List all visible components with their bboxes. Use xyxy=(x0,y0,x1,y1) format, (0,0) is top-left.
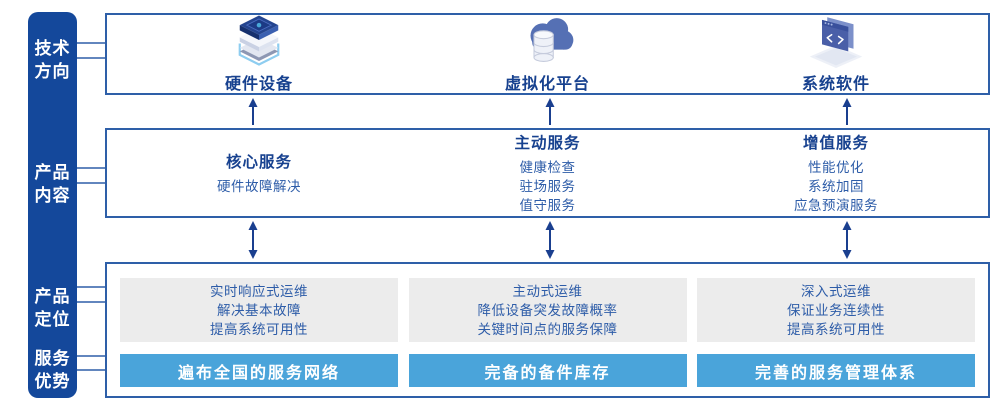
sidebar-item-service-advantage: 服务 优势 xyxy=(28,347,77,393)
positioning-panel: 深入式运维 保证业务连续性 提高系统可用性 xyxy=(697,278,975,342)
positioning-line: 解决基本故障 xyxy=(217,302,301,318)
up-arrow xyxy=(248,98,852,125)
tech-column-system-software: 系统软件 xyxy=(697,15,975,93)
service-column-value-added: 增值服务 性能优化 系统加固 应急预演服务 xyxy=(697,130,975,216)
service-heading: 主动服务 xyxy=(514,135,581,152)
positioning-advantage-box: 实时响应式运维 解决基本故障 提高系统可用性 遍布全国的服务网络 主动式运维 降… xyxy=(105,262,990,398)
sidebar-label-line: 方向 xyxy=(34,62,71,81)
positioning-line: 主动式运维 xyxy=(512,283,583,299)
tech-direction-box: 硬件设备 xyxy=(105,13,990,95)
service-heading: 增值服务 xyxy=(802,135,869,152)
service-heading: 核心服务 xyxy=(225,154,292,171)
advantage-bar: 遍布全国的服务网络 xyxy=(120,354,398,387)
service-item: 健康检查 xyxy=(519,160,576,175)
service-item: 值守服务 xyxy=(519,198,576,213)
positioning-panel: 实时响应式运维 解决基本故障 提高系统可用性 xyxy=(120,278,398,342)
tech-label: 虚拟化平台 xyxy=(504,76,590,93)
positioning-line: 提高系统可用性 xyxy=(210,321,308,337)
service-item: 驻场服务 xyxy=(519,179,576,194)
positioning-line: 保证业务连续性 xyxy=(787,302,885,318)
positioning-panel: 主动式运维 降低设备突发故障概率 关键时间点的服务保障 xyxy=(408,278,687,342)
bottom-column-indepth: 深入式运维 保证业务连续性 提高系统可用性 完善的服务管理体系 xyxy=(697,264,975,396)
server-stack-icon xyxy=(224,14,294,68)
sidebar-label-line: 技术 xyxy=(34,39,71,58)
tech-label: 硬件设备 xyxy=(224,76,293,93)
sidebar-item-product-content: 产品 内容 xyxy=(28,161,77,207)
positioning-line: 提高系统可用性 xyxy=(787,321,885,337)
sidebar-label-line: 产品 xyxy=(34,287,71,306)
positioning-line: 降低设备突发故障概率 xyxy=(477,302,618,318)
sidebar-label-line: 优势 xyxy=(34,372,71,391)
sidebar-item-product-positioning: 产品 定位 xyxy=(28,285,77,331)
positioning-line: 实时响应式运维 xyxy=(210,283,308,299)
category-sidebar: 技术 方向 产品 内容 产品 定位 服务 优势 xyxy=(28,12,77,398)
tech-column-hardware: 硬件设备 xyxy=(120,15,398,93)
advantage-bar: 完备的备件库存 xyxy=(408,354,687,387)
sidebar-label-line: 定位 xyxy=(34,310,71,329)
advantage-bar: 完善的服务管理体系 xyxy=(697,354,975,387)
sidebar-label-line: 产品 xyxy=(34,163,71,182)
tech-column-virtualization: 虚拟化平台 xyxy=(409,15,687,93)
service-item: 系统加固 xyxy=(808,179,864,194)
service-item: 性能优化 xyxy=(808,160,864,175)
cloud-database-icon xyxy=(513,14,583,68)
positioning-line: 深入式运维 xyxy=(801,283,871,299)
sidebar-item-tech-direction: 技术 方向 xyxy=(28,37,77,83)
service-column-core: 核心服务 硬件故障解决 xyxy=(120,130,398,216)
bottom-column-realtime: 实时响应式运维 解决基本故障 提高系统可用性 遍布全国的服务网络 xyxy=(120,264,398,396)
tech-label: 系统软件 xyxy=(801,76,870,93)
service-item: 应急预演服务 xyxy=(794,198,878,213)
bottom-column-proactive: 主动式运维 降低设备突发故障概率 关键时间点的服务保障 完备的备件库存 xyxy=(408,264,687,396)
product-content-box: 核心服务 硬件故障解决 主动服务 健康检查 驻场服务 值守服务 增值服务 性能优… xyxy=(105,128,990,218)
service-column-proactive: 主动服务 健康检查 驻场服务 值守服务 xyxy=(409,130,687,216)
code-window-icon xyxy=(801,14,871,68)
positioning-line: 关键时间点的服务保障 xyxy=(477,321,618,337)
double-arrow xyxy=(248,221,852,259)
sidebar-label-line: 服务 xyxy=(34,349,71,368)
sidebar-label-line: 内容 xyxy=(34,186,71,205)
service-item: 硬件故障解决 xyxy=(217,179,301,194)
